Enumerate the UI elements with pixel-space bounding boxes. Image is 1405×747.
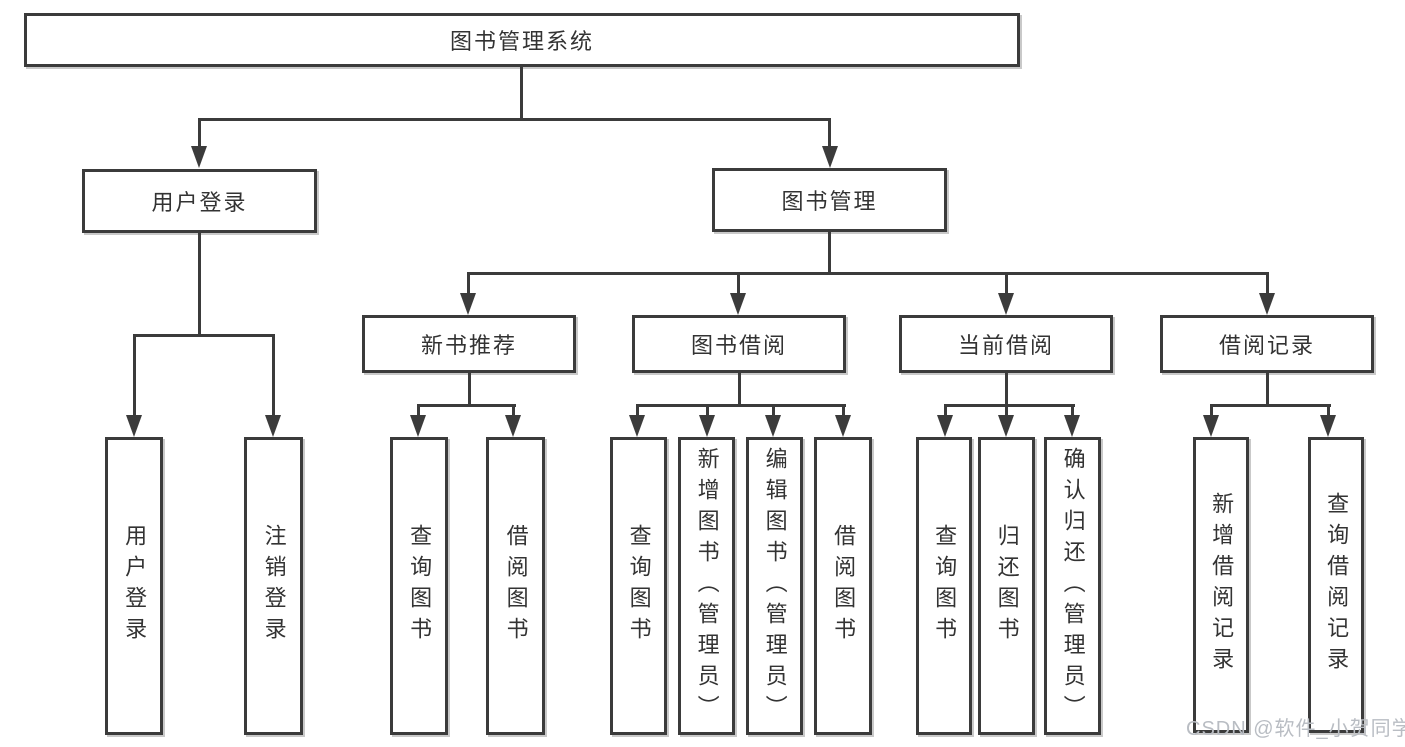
down-arrowhead (505, 415, 521, 437)
csdn-watermark: CSDN @软件_小贺同学 (1186, 718, 1405, 740)
leaf-user-login: 用户登录 (105, 437, 163, 735)
connector-branch (636, 404, 639, 418)
down-arrowhead (1320, 415, 1336, 437)
down-arrowhead (126, 415, 142, 437)
connector-split (417, 404, 516, 407)
connector-branch (1266, 272, 1269, 296)
connector-branch (772, 404, 775, 418)
node-label: 用户登录 (122, 524, 148, 648)
node-book-management: 图书管理 (712, 168, 947, 232)
connector-branch (1327, 404, 1330, 418)
node-label: 确认归还（管理员） (1060, 446, 1086, 726)
connector-stem (1005, 373, 1008, 406)
connector-branch (706, 404, 709, 418)
leaf-query-books-recommend: 查询图书 (390, 437, 448, 735)
down-arrowhead (1259, 293, 1275, 315)
node-label: 新增借阅记录 (1209, 492, 1235, 678)
connector-branch (737, 272, 740, 296)
connector-branch (272, 334, 275, 419)
connector-split (1210, 404, 1331, 407)
connector-stem (738, 373, 741, 406)
down-arrowhead (998, 293, 1014, 315)
connector-branch (828, 118, 831, 150)
connector-book-management-stem (828, 232, 831, 274)
node-label: 借阅记录 (1218, 333, 1315, 358)
node-new-book-recommendation: 新书推荐 (362, 315, 576, 373)
leaf-query-borrow-record: 查询借阅记录 (1308, 437, 1364, 733)
connector-stem (1266, 373, 1269, 406)
connector-branch (1005, 404, 1008, 418)
connector-branch (417, 404, 420, 418)
connector-branch (133, 334, 136, 419)
node-label: 借阅图书 (831, 524, 857, 648)
connector-branch (1071, 404, 1074, 418)
node-label: 图书管理 (781, 189, 878, 214)
leaf-logout-login: 注销登录 (244, 437, 303, 735)
connector-branch (467, 272, 470, 296)
leaf-query-books-borrowing: 查询图书 (610, 437, 667, 735)
leaf-add-books-admin: 新增图书（管理员） (678, 437, 735, 735)
node-user-login: 用户登录 (82, 169, 317, 233)
leaf-edit-books-admin: 编辑图书（管理员） (746, 437, 803, 735)
connector-user-login-stem (198, 233, 201, 335)
down-arrowhead (998, 415, 1014, 437)
connector-split (636, 404, 846, 407)
down-arrowhead (1064, 415, 1080, 437)
down-arrowhead (822, 146, 838, 168)
down-arrowhead (730, 293, 746, 315)
connector-root-stem (520, 67, 523, 119)
down-arrowhead (265, 415, 281, 437)
connector-branch (512, 404, 515, 418)
down-arrowhead (699, 415, 715, 437)
connector-branch (944, 404, 947, 418)
node-label: 当前借阅 (957, 333, 1054, 358)
leaf-add-borrow-record: 新增借阅记录 (1193, 437, 1249, 733)
connector-branch (1005, 272, 1008, 296)
leaf-query-books-current: 查询图书 (916, 437, 972, 735)
leaf-borrow-books-borrowing: 借阅图书 (814, 437, 872, 735)
down-arrowhead (937, 415, 953, 437)
connector-branch (842, 404, 845, 418)
down-arrowhead (765, 415, 781, 437)
node-label: 查询图书 (626, 524, 652, 648)
node-label: 编辑图书（管理员） (762, 446, 788, 726)
connector-stem (468, 373, 471, 406)
down-arrowhead (460, 293, 476, 315)
connector-book-management-split (467, 272, 1269, 275)
node-label: 归还图书 (994, 524, 1020, 648)
down-arrowhead (629, 415, 645, 437)
connector-branch (1210, 404, 1213, 418)
node-current-borrowing: 当前借阅 (899, 315, 1113, 373)
connector-root-split (198, 118, 831, 121)
node-label: 新书推荐 (420, 333, 517, 358)
node-label: 图书管理系统 (449, 29, 594, 54)
node-book-borrowing: 图书借阅 (632, 315, 846, 373)
leaf-confirm-return-admin: 确认归还（管理员） (1044, 437, 1101, 735)
node-borrowing-records: 借阅记录 (1160, 315, 1374, 373)
connector-branch (198, 118, 201, 150)
node-label: 借阅图书 (503, 524, 529, 648)
node-label: 新增图书（管理员） (694, 446, 720, 726)
node-root: 图书管理系统 (24, 13, 1020, 67)
node-label: 图书借阅 (690, 333, 787, 358)
connector-split (944, 404, 1075, 407)
down-arrowhead (191, 146, 207, 168)
leaf-return-books: 归还图书 (978, 437, 1035, 735)
leaf-borrow-books-recommend: 借阅图书 (486, 437, 545, 735)
node-label: 用户登录 (151, 190, 248, 215)
down-arrowhead (835, 415, 851, 437)
connector-user-login-split (133, 334, 275, 337)
node-label: 查询图书 (932, 524, 958, 648)
down-arrowhead (1203, 415, 1219, 437)
node-label: 注销登录 (261, 524, 287, 648)
node-label: 查询图书 (407, 524, 433, 648)
down-arrowhead (410, 415, 426, 437)
node-label: 查询借阅记录 (1324, 492, 1350, 678)
